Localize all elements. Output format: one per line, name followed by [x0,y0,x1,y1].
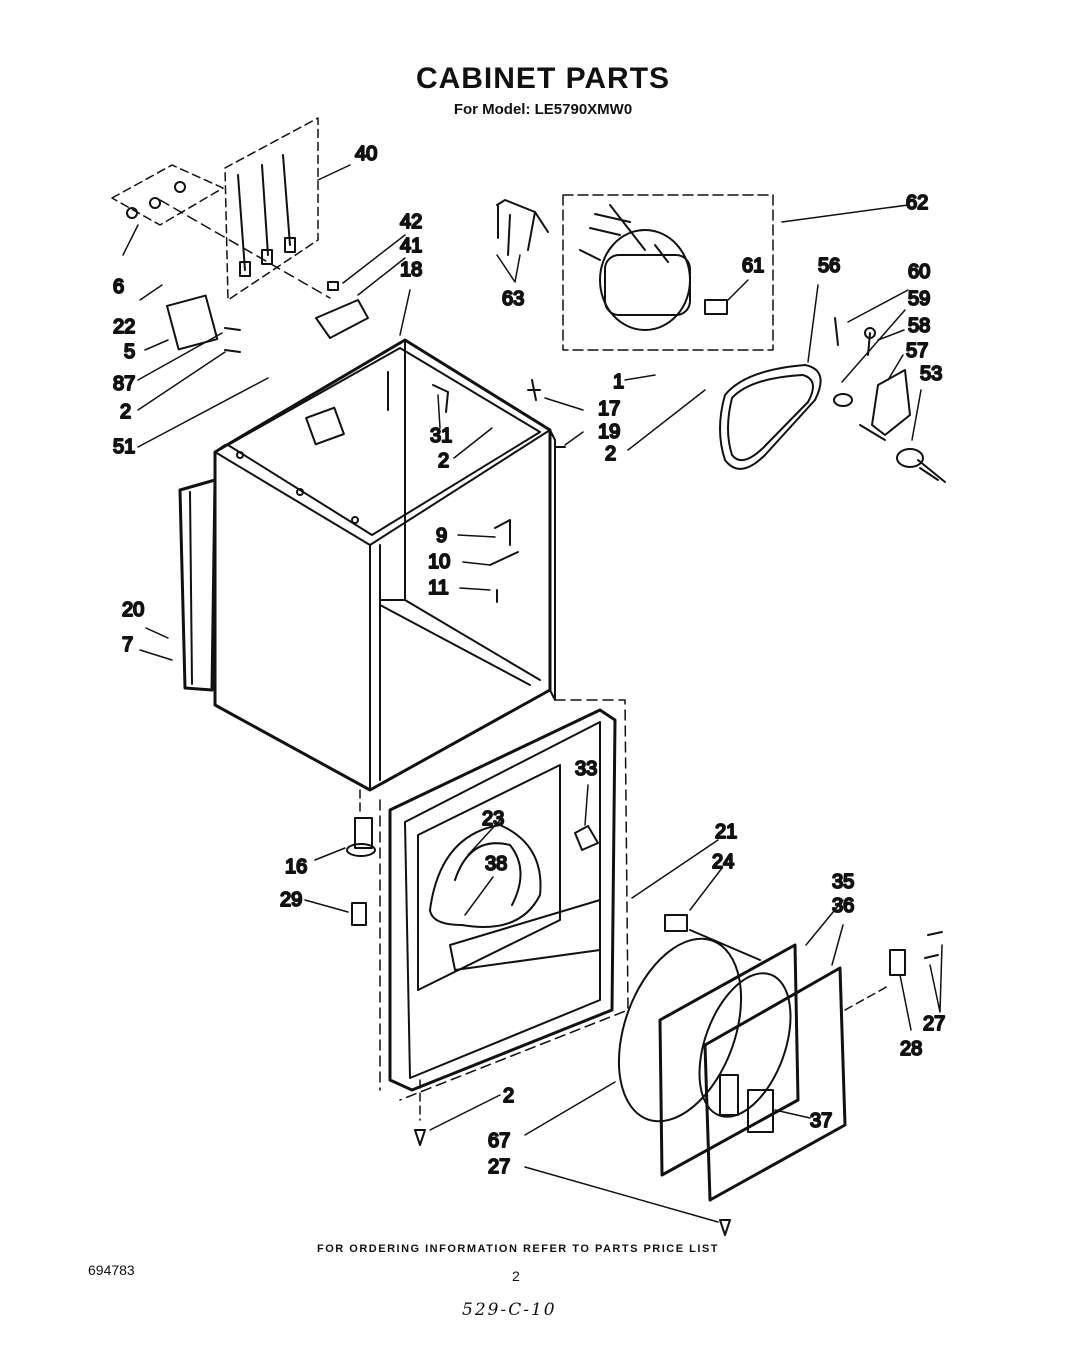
ordering-note: FOR ORDERING INFORMATION REFER TO PARTS … [317,1243,719,1255]
callout-67: 67 [488,1130,510,1152]
callout-17: 17 [598,398,620,420]
drive-belt [719,364,822,470]
callout-56: 56 [818,255,840,277]
callout-42: 42 [400,211,422,233]
document-number: 694783 [88,1262,135,1278]
callout-21: 21 [715,821,737,843]
motor-bracket [496,199,549,256]
callout-38: 38 [485,853,507,875]
callout-62: 62 [906,192,928,214]
cabinet-body [213,338,556,792]
callout-2-left: 2 [120,401,131,423]
terminal-block-assembly [111,117,369,339]
callout-63: 63 [502,288,524,310]
callout-2-right: 2 [605,443,616,465]
callout-29: 29 [280,889,302,911]
callout-51: 51 [113,436,135,458]
callout-11: 11 [428,577,449,599]
model-subtitle: For Model: LE5790XMW0 [453,101,633,118]
idler-assembly [833,317,946,483]
callout-22: 22 [113,316,135,338]
callout-10: 10 [428,551,450,573]
callout-27-right: 27 [923,1013,945,1035]
handwritten-reference: 529-C-10 [462,1300,557,1320]
page-number: 2 [512,1268,520,1284]
front-panel [379,699,629,1101]
callout-27-bottom: 27 [488,1156,510,1178]
callout-60: 60 [908,261,930,283]
callout-31: 31 [430,425,452,447]
callout-33: 33 [575,758,597,780]
callout-58: 58 [908,315,930,337]
callout-9: 9 [436,525,447,547]
callout-57: 57 [906,340,928,362]
callout-61: 61 [742,255,764,277]
callout-59: 59 [908,288,930,310]
callout-24: 24 [712,851,734,873]
callout-28: 28 [900,1038,922,1060]
callout-5: 5 [124,341,135,363]
callout-20: 20 [122,599,144,621]
callout-18: 18 [400,259,422,281]
callout-1: 1 [613,371,624,393]
callout-53: 53 [920,363,942,385]
callout-6: 6 [113,276,124,298]
callout-7: 7 [122,634,133,656]
callout-2-center: 2 [438,450,449,472]
callout-87: 87 [113,373,135,395]
callout-37: 37 [810,1110,832,1132]
motor-assembly [562,194,774,351]
small-hardware [165,294,943,1236]
page-title: CABINET PARTS [415,62,671,95]
callout-16: 16 [285,856,307,878]
door-assembly [617,929,891,1202]
callout-40: 40 [355,143,377,165]
callout-41: 41 [400,235,422,257]
callout-36: 36 [832,895,854,917]
cabinet-side-panel [178,478,217,692]
callout-35: 35 [832,871,854,893]
callout-2-bottom: 2 [503,1085,514,1107]
leader-lines [122,164,943,1223]
callout-23: 23 [482,808,504,830]
callout-19: 19 [598,421,620,443]
callout-labels: 40 6 22 5 87 2 51 42 41 18 31 2 63 1 17 … [112,142,946,1179]
